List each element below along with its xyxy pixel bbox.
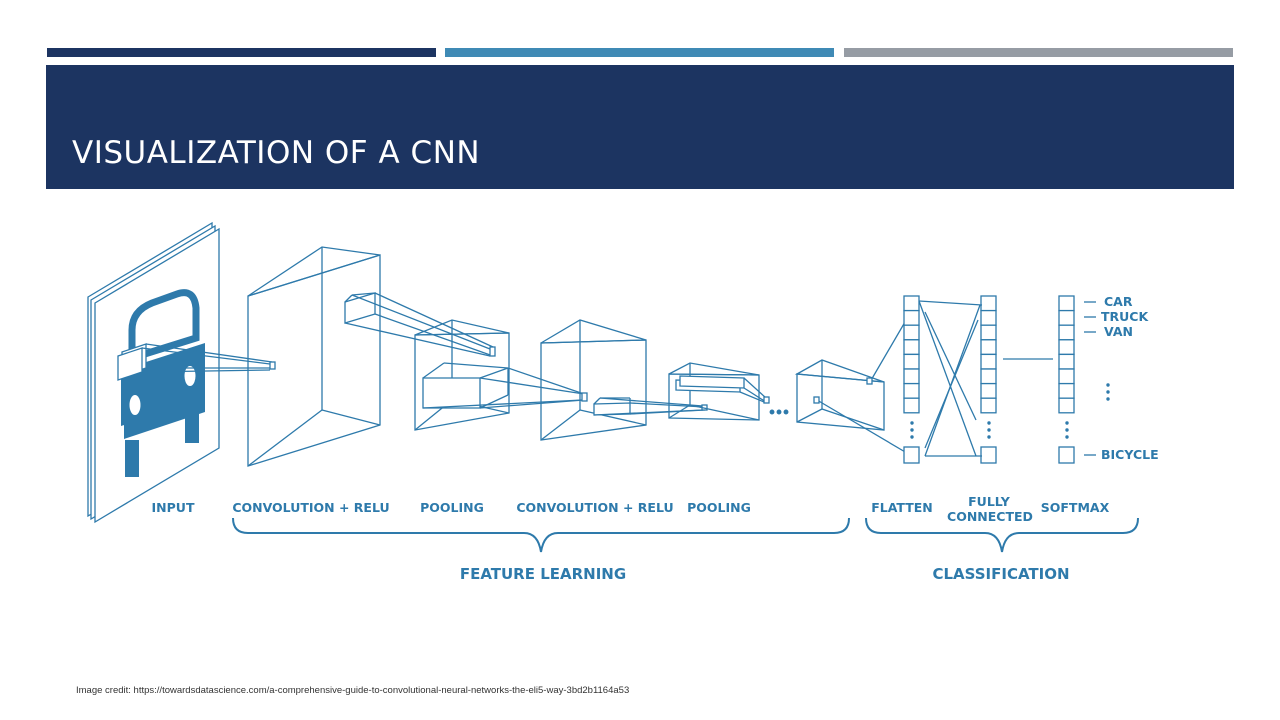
vector-cell [1058, 339, 1075, 356]
accent-bar-navy [47, 48, 436, 57]
output-ticks [1084, 301, 1096, 456]
label-fc-line2: CONNECTED [947, 509, 1033, 524]
vector-cell [903, 397, 920, 414]
ellipsis-dot [910, 435, 914, 439]
vector-cell [1058, 382, 1075, 399]
fully-connected-vector [980, 295, 997, 464]
ellipsis-dot [1065, 428, 1069, 432]
vector-cell [903, 309, 920, 326]
label-pool2: POOLING [687, 500, 751, 515]
accent-bar-gray [844, 48, 1233, 57]
vector-cell [1058, 353, 1075, 370]
label-conv1: CONVOLUTION + RELU [232, 500, 389, 515]
label-conv2: CONVOLUTION + RELU [516, 500, 673, 515]
vector-cell [1058, 368, 1075, 385]
vertical-ellipsis-dots [910, 383, 1110, 439]
vector-cell [980, 368, 997, 385]
vector-cell [980, 382, 997, 399]
conv1-feature-volume [247, 246, 496, 467]
vector-cell [903, 382, 920, 399]
vector-cell [903, 324, 920, 341]
vector-cell [903, 353, 920, 370]
ellipsis-dot [1106, 390, 1110, 394]
vector-cell [1058, 309, 1075, 326]
vector-cell-last [1058, 446, 1075, 464]
softmax-vector [1058, 295, 1075, 464]
ellipsis-dot [1065, 435, 1069, 439]
conv2-feature-volume [540, 319, 708, 441]
vector-cell [980, 353, 997, 370]
vector-cell [903, 295, 920, 312]
flatten-vector [903, 295, 920, 464]
vector-cell [980, 339, 997, 356]
ellipsis-dot [1106, 397, 1110, 401]
label-classification: CLASSIFICATION [932, 565, 1069, 583]
label-fc-line1: FULLY [968, 494, 1011, 509]
pool2-feature-volume [668, 362, 770, 421]
output-label-car: CAR [1104, 294, 1133, 309]
classification-brace [865, 517, 1139, 553]
vector-cell-last [980, 446, 997, 464]
ellipsis-dot [1106, 383, 1110, 387]
vector-cell [1058, 324, 1075, 341]
ellipsis-dot [987, 421, 991, 425]
title-band: VISUALIZATION OF A CNN [46, 65, 1234, 189]
label-flatten: FLATTEN [871, 500, 933, 515]
vector-cell [980, 397, 997, 414]
slide-title: VISUALIZATION OF A CNN [72, 135, 481, 171]
vector-cell [1058, 295, 1075, 312]
vector-cell [980, 309, 997, 326]
accent-bar-blue [445, 48, 834, 57]
ellipsis-dot [1065, 421, 1069, 425]
label-pool1: POOLING [420, 500, 484, 515]
vector-cell [980, 295, 997, 312]
fc-connections [918, 300, 983, 457]
input-receptive-field [117, 343, 276, 381]
ellipsis-dot [910, 421, 914, 425]
output-label-van: VAN [1104, 324, 1133, 339]
label-softmax: SOFTMAX [1041, 500, 1110, 515]
layer-ellipsis [769, 409, 789, 415]
image-credit: Image credit: https://towardsdatascience… [76, 685, 630, 696]
vector-cell [903, 368, 920, 385]
vector-cell [980, 324, 997, 341]
vector-cell [903, 339, 920, 356]
output-label-truck: TRUCK [1101, 309, 1149, 324]
output-label-bicycle: BICYCLE [1101, 447, 1159, 462]
final-feature-volume [794, 309, 913, 457]
vector-cell-last [903, 446, 920, 464]
vector-cell [1058, 397, 1075, 414]
pool1-feature-volume [414, 319, 588, 431]
feature-learning-brace [232, 517, 850, 553]
ellipsis-dot [987, 428, 991, 432]
label-input: INPUT [152, 500, 195, 515]
ellipsis-dot [987, 435, 991, 439]
ellipsis-dot [910, 428, 914, 432]
label-feature-learning: FEATURE LEARNING [460, 565, 626, 583]
